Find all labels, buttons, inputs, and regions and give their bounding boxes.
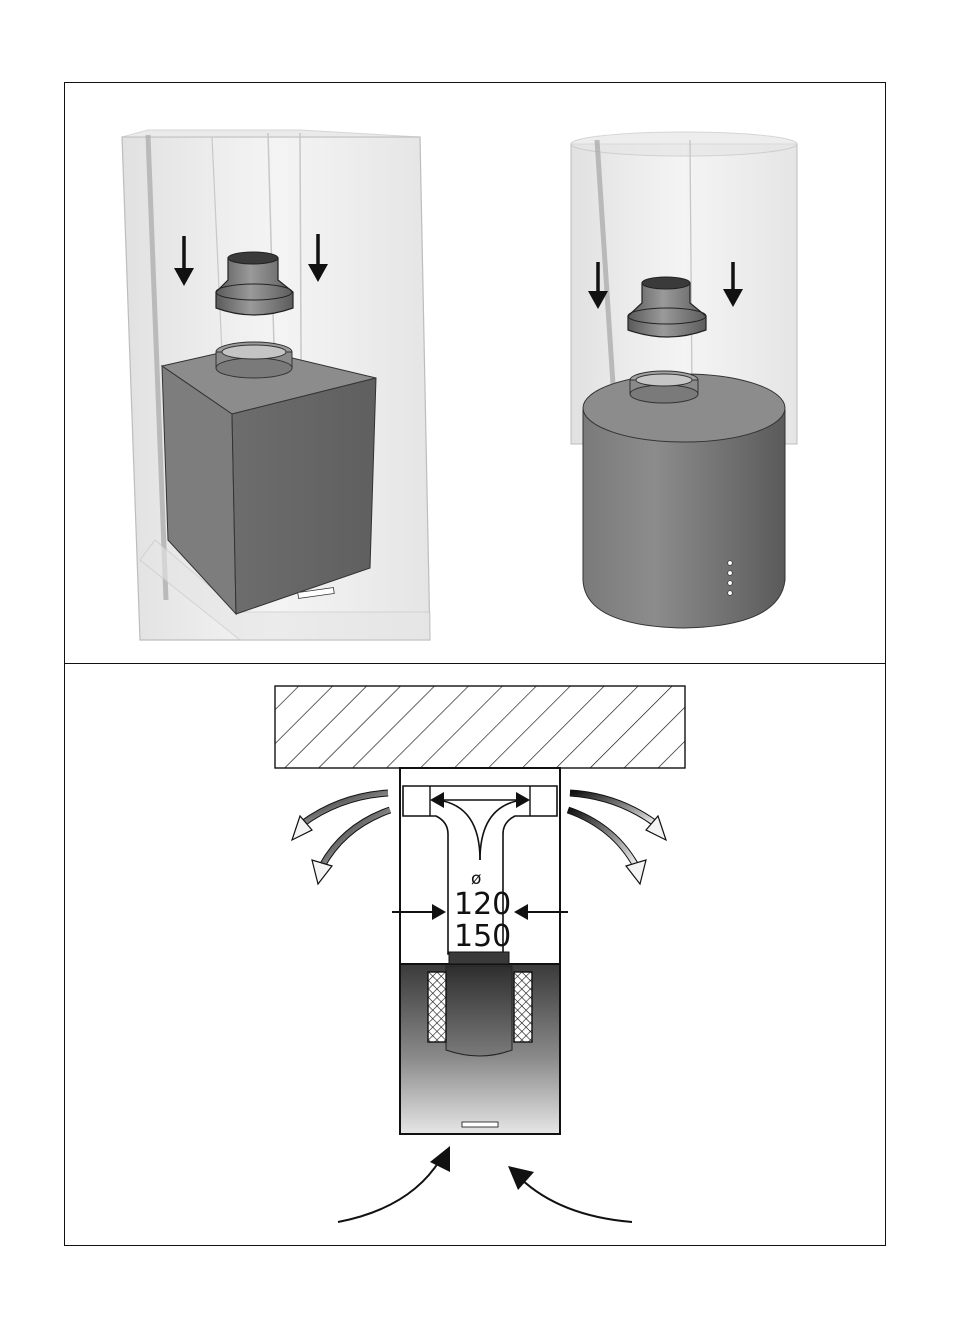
cylindrical-hood-illustration <box>571 132 797 628</box>
square-hood-illustration <box>122 130 430 640</box>
diameter-symbol: ø <box>471 869 481 889</box>
diameter-value-120: 120 <box>454 887 511 922</box>
recirculation-section-diagram: ø 120 150 <box>275 686 685 1222</box>
diameter-value-150: 150 <box>454 919 511 954</box>
ceiling-hatch <box>275 686 685 768</box>
